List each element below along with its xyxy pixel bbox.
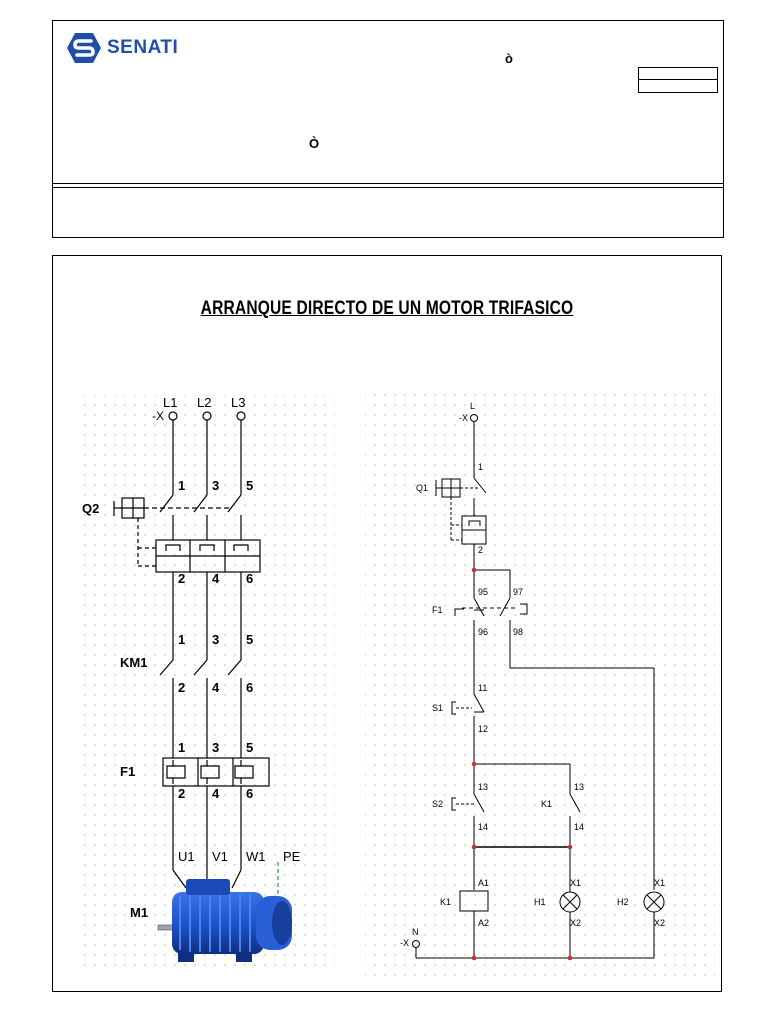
header-mark-top: ò [505,51,513,66]
q2-terminal: 4 [212,571,220,586]
header-mark-mid: Ò [309,136,320,151]
motor-terminal-v1: V1 [212,849,228,864]
motor-terminal-pe: PE [283,849,301,864]
f1-no-terminal: 97 [513,587,523,597]
k1-coil-label: K1 [440,897,451,907]
f1-nc-terminal: 95 [478,587,488,597]
km1-terminal: 4 [212,680,220,695]
control-junctions [471,567,573,961]
h2-label: H2 [617,897,629,907]
f1-terminal: 1 [178,740,185,755]
km1-terminal: 5 [246,632,253,647]
motor-terminal-w1: W1 [246,849,266,864]
control-line-n: N [412,927,419,937]
q2-terminal: 5 [246,478,253,493]
f1-terminal: 2 [178,786,185,801]
s1-label: S1 [432,703,443,713]
k1-contact-terminal: 13 [574,782,584,792]
f1-label: F1 [120,764,135,779]
s2-terminal: 14 [478,822,488,832]
km1-terminal: 6 [246,680,253,695]
header-box: SENATI ò Ò [52,20,724,238]
f1-no-terminal: 98 [513,627,523,637]
s2-terminal: 13 [478,782,488,792]
k1-contact-label: K1 [541,799,552,809]
control-line-l: L [470,401,475,411]
motor-label: M1 [130,905,148,920]
f1-terminal: 6 [246,786,253,801]
senati-logo: SENATI [67,33,178,63]
km1-terminal: 2 [178,680,185,695]
header-separator [53,183,723,184]
header-separator [53,187,723,188]
f1-nc-terminal: 96 [478,627,488,637]
senati-logo-icon [67,33,101,63]
h2-terminal: X2 [654,918,665,928]
h2-terminal: X1 [654,878,665,888]
line-l2-label: L2 [197,395,211,410]
s1-terminal: 11 [478,683,487,693]
motor-terminal-u1: U1 [178,849,195,864]
logo-text: SENATI [107,37,179,58]
control-grid [365,388,715,978]
s1-terminal: 12 [478,724,488,734]
k1-coil-terminal: A1 [478,878,489,888]
k1-coil-terminal: A2 [478,918,489,928]
h1-label: H1 [534,897,546,907]
control-circuit [412,414,665,959]
f1-terminal: 4 [212,786,220,801]
control-bottom-terminal: -X [400,938,409,948]
f1-terminal: 5 [246,740,253,755]
f1-terminal: 3 [212,740,219,755]
line-l3-label: L3 [231,395,245,410]
km1-terminal: 1 [178,632,185,647]
control-top-terminal: -X [459,413,468,423]
q2-label: Q2 [82,501,99,516]
power-supply-terminal: -X [152,409,164,423]
header-field-box [638,67,718,93]
k1-contact-terminal: 14 [574,822,584,832]
q2-terminal: 6 [246,571,253,586]
s2-label: S2 [432,799,443,809]
control-labels: -X L 1 Q1 2 95 96 97 98 F1 11 12 S1 13 1… [400,401,665,948]
line-l1-label: L1 [163,395,177,410]
page-title: ARRANQUE DIRECTO DE UN MOTOR TRIFASICO [200,298,574,319]
f1-control-label: F1 [432,605,443,615]
power-labels: -X L1 L2 L3 Q2 1 3 5 2 4 6 KM1 1 3 5 2 4… [82,395,301,920]
h1-terminal: X1 [570,878,581,888]
km1-terminal: 3 [212,632,219,647]
q1-terminal: 1 [478,462,483,472]
q1-terminal: 2 [478,545,483,555]
q2-terminal: 3 [212,478,219,493]
km1-label: KM1 [120,655,147,670]
q2-terminal: 2 [178,571,185,586]
h1-terminal: X2 [570,918,581,928]
q2-terminal: 1 [178,478,185,493]
power-circuit [113,411,279,900]
q1-label: Q1 [416,483,428,493]
motor-icon [157,879,292,962]
